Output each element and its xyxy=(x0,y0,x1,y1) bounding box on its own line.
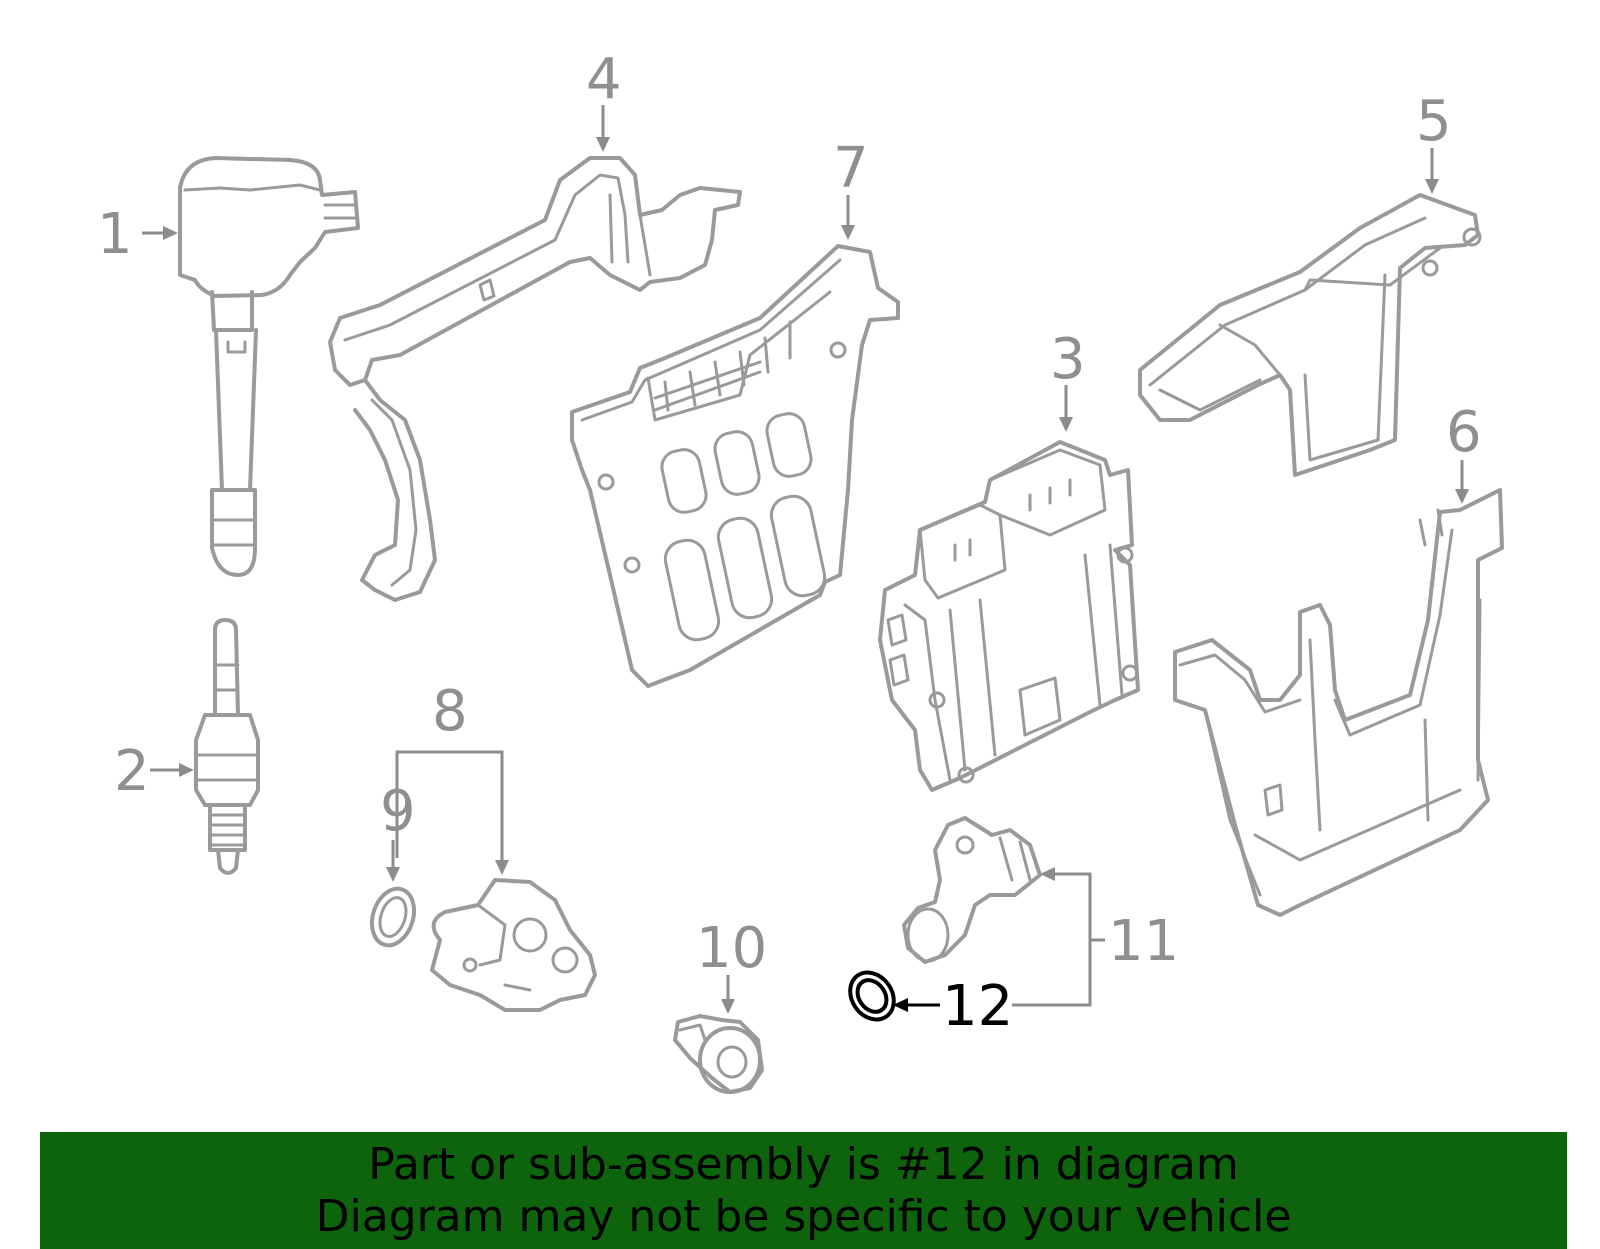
part-4-harness-bracket xyxy=(328,156,742,602)
callout-2: 2 xyxy=(114,739,150,804)
callout-9: 9 xyxy=(380,779,416,844)
part-1-ignition-coil xyxy=(178,156,360,577)
callout-11: 11 xyxy=(1108,909,1179,974)
leader-lines xyxy=(142,105,1469,1014)
part-3-ecu-module xyxy=(878,440,1140,792)
part-12-o-ring-highlighted xyxy=(848,970,896,1022)
callout-7: 7 xyxy=(833,136,869,201)
part-7-ecu-bracket xyxy=(570,244,900,688)
part-11-cam-sensor xyxy=(902,816,1042,964)
part-6-ecu-case xyxy=(1173,488,1504,917)
part-9-o-ring xyxy=(369,886,417,948)
callout-5: 5 xyxy=(1416,89,1452,154)
part-5-ecu-cover xyxy=(1138,193,1482,477)
banner-line-1: Part or sub-assembly is #12 in diagram xyxy=(368,1138,1239,1190)
callout-10: 10 xyxy=(696,916,767,981)
callout-3: 3 xyxy=(1050,327,1086,392)
part-2-spark-plug xyxy=(194,618,260,875)
callout-1: 1 xyxy=(97,202,133,267)
callout-12: 12 xyxy=(942,974,1013,1039)
info-banner: Part or sub-assembly is #12 in diagram D… xyxy=(40,1132,1567,1249)
callout-8: 8 xyxy=(432,679,468,744)
part-10-knock-sensor xyxy=(673,1014,764,1094)
callout-6: 6 xyxy=(1446,400,1482,465)
banner-line-2: Diagram may not be specific to your vehi… xyxy=(315,1190,1292,1242)
part-8-sensor-assembly xyxy=(430,878,597,1012)
callout-4: 4 xyxy=(586,47,622,112)
callout-labels: 1 2 4 7 3 5 6 8 9 10 11 12 xyxy=(97,47,1482,1039)
